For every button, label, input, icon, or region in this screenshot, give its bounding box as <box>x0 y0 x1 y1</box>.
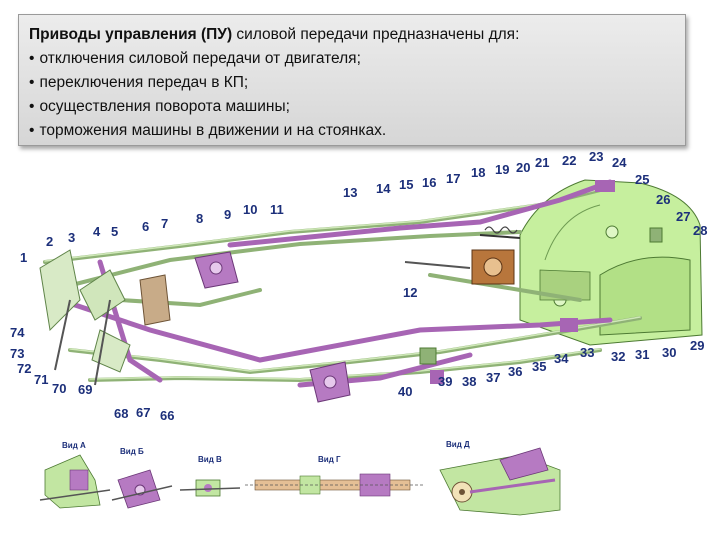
detail-view-a: Вид А <box>39 441 111 509</box>
mid-brackets <box>194 251 351 403</box>
callout-1: 1 <box>20 250 27 265</box>
callout-3: 3 <box>68 230 75 245</box>
callout-17: 17 <box>446 171 460 186</box>
view-v-label: Вид В <box>198 455 222 464</box>
callout-36: 36 <box>508 364 522 379</box>
intro-text-box: Приводы управления (ПУ) силовой передачи… <box>18 14 686 146</box>
callout-10: 10 <box>243 202 257 217</box>
callout-5: 5 <box>111 224 118 239</box>
view-a-label: Вид А <box>62 441 86 450</box>
callout-23: 23 <box>589 149 603 164</box>
callout-72: 72 <box>17 361 31 376</box>
detail-view-v: Вид В <box>179 455 241 497</box>
callout-24: 24 <box>612 155 627 170</box>
callout-74: 74 <box>10 325 25 340</box>
callout-6: 6 <box>142 219 149 234</box>
callout-21: 21 <box>535 155 549 170</box>
bullet-3: • <box>29 98 35 115</box>
callout-22: 22 <box>562 153 576 168</box>
callout-29: 29 <box>690 338 704 353</box>
callout-28: 28 <box>693 223 707 238</box>
bullet-1: • <box>29 50 35 67</box>
callout-37: 37 <box>486 370 500 385</box>
callout-20: 20 <box>516 160 530 175</box>
callout-7: 7 <box>161 216 168 231</box>
view-d-label: Вид Д <box>446 440 470 449</box>
intro-item-3: •осуществления поворота машины; <box>29 95 675 119</box>
item-text-2: переключения передач в КП; <box>39 74 249 91</box>
callout-38: 38 <box>462 374 476 389</box>
item-text-1: отключения силовой передачи от двигателя… <box>39 50 361 67</box>
intro-item-2: •переключения передач в КП; <box>29 71 675 95</box>
callout-73: 73 <box>10 346 24 361</box>
callout-4: 4 <box>93 224 101 239</box>
callout-32: 32 <box>611 349 625 364</box>
callout-9: 9 <box>224 207 231 222</box>
detail-view-b: Вид Б <box>111 447 173 509</box>
pedal-assembly <box>39 249 171 386</box>
intro-title-rest: силовой передачи предназначены для: <box>232 26 520 43</box>
intro-title: Приводы управления (ПУ) силовой передачи… <box>29 23 675 47</box>
item-text-3: осуществления поворота машины; <box>39 98 290 115</box>
callout-40: 40 <box>398 384 412 399</box>
callout-11: 11 <box>270 202 284 217</box>
callout-18: 18 <box>471 165 485 180</box>
callout-35: 35 <box>532 359 546 374</box>
callout-67: 67 <box>136 405 150 420</box>
callout-30: 30 <box>662 345 676 360</box>
transmission-housing <box>519 179 703 346</box>
callout-labels: 1 2 3 4 5 6 7 8 9 10 11 12 13 14 15 16 1… <box>10 149 707 423</box>
callout-33: 33 <box>580 345 594 360</box>
callout-13: 13 <box>343 185 357 200</box>
bullet-2: • <box>29 74 35 91</box>
right-hardware <box>419 180 663 384</box>
callout-12: 12 <box>403 285 417 300</box>
callout-14: 14 <box>376 181 391 196</box>
callout-26: 26 <box>656 192 670 207</box>
callout-34: 34 <box>554 351 569 366</box>
callout-31: 31 <box>635 347 649 362</box>
callout-8: 8 <box>196 211 203 226</box>
callout-39: 39 <box>438 374 452 389</box>
intro-item-4: •торможения машины в движении и на стоян… <box>29 119 675 143</box>
callout-71: 71 <box>34 372 48 387</box>
callout-19: 19 <box>495 162 509 177</box>
detail-view-g: Вид Г <box>245 455 425 497</box>
callout-66: 66 <box>160 408 174 423</box>
bullet-4: • <box>29 122 35 139</box>
view-g-label: Вид Г <box>318 455 341 464</box>
callout-16: 16 <box>422 175 436 190</box>
callout-69: 69 <box>78 382 92 397</box>
item-text-4: торможения машины в движении и на стоянк… <box>39 122 387 139</box>
callout-27: 27 <box>676 209 690 224</box>
callout-25: 25 <box>635 172 649 187</box>
central-mechanism <box>404 226 521 285</box>
callout-15: 15 <box>399 177 413 192</box>
intro-title-bold: Приводы управления (ПУ) <box>29 26 233 43</box>
detail-view-d: Вид Д <box>439 440 561 516</box>
intro-item-1: •отключения силовой передачи от двигател… <box>29 47 675 71</box>
view-b-label: Вид Б <box>120 447 144 456</box>
callout-2: 2 <box>46 234 53 249</box>
callout-68: 68 <box>114 406 128 421</box>
callout-70: 70 <box>52 381 66 396</box>
